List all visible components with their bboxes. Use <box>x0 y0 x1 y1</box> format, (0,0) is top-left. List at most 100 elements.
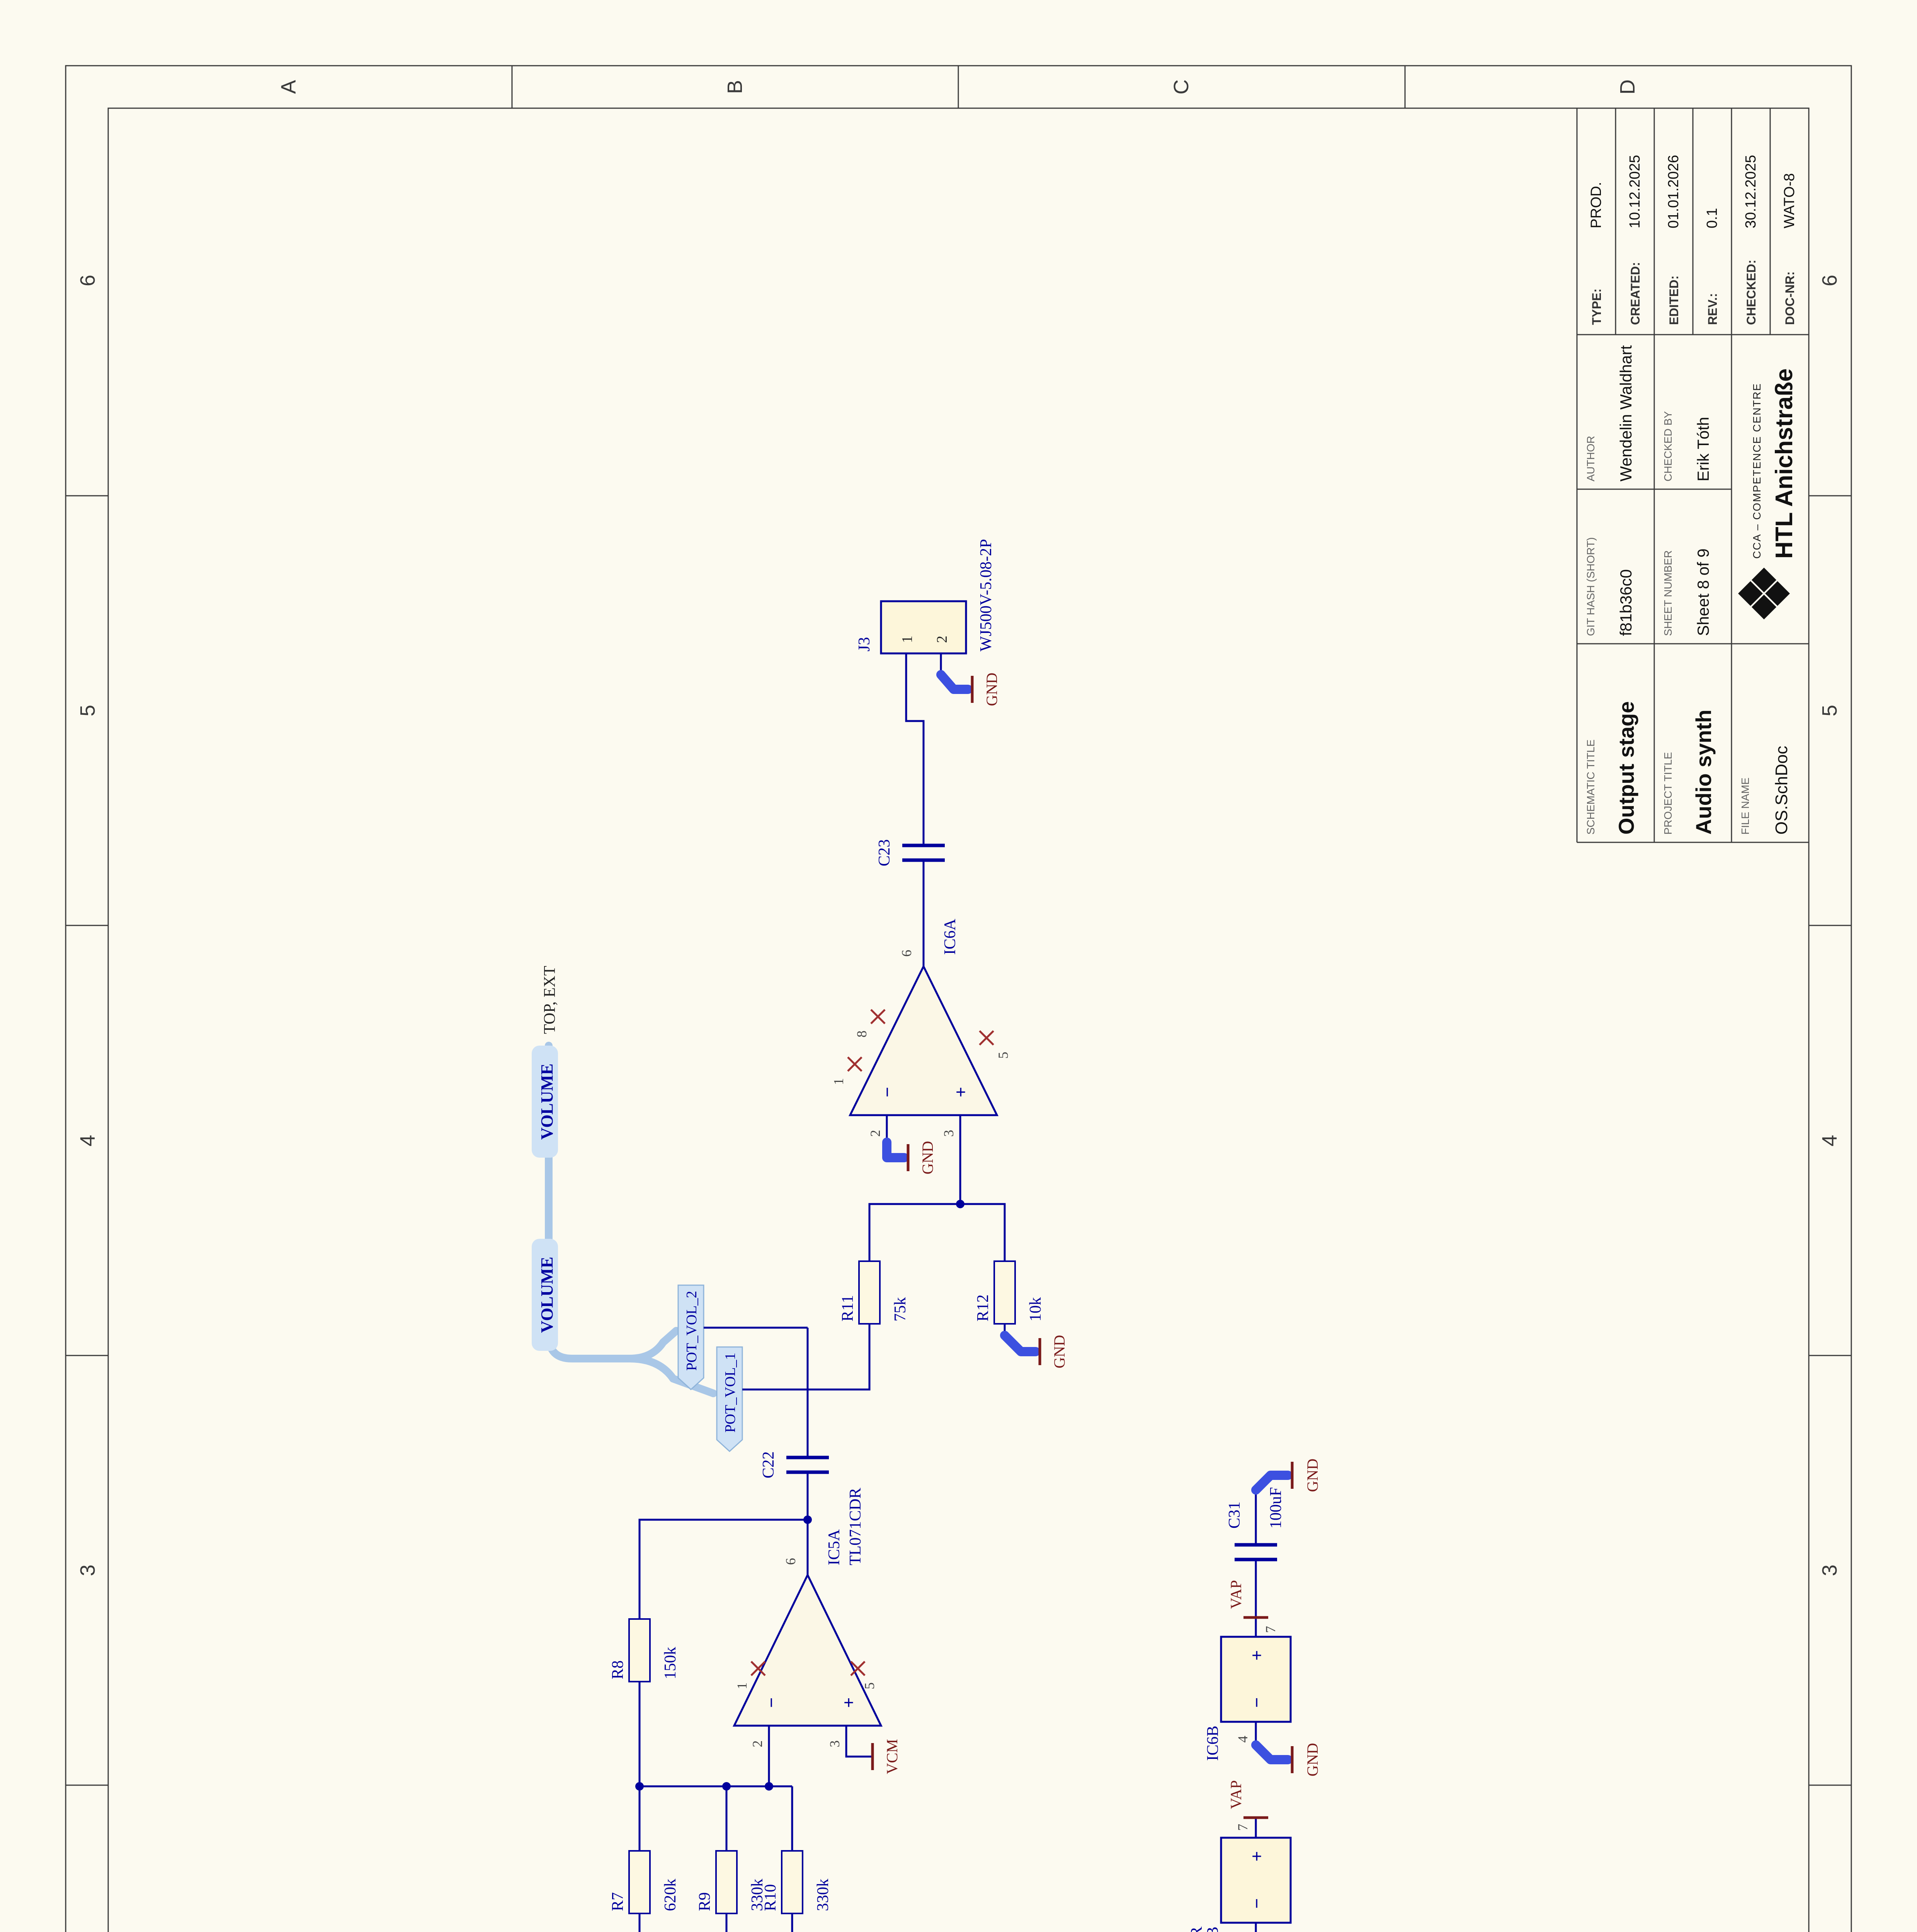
pin-number: 1 <box>831 1078 846 1085</box>
designator-ic6a: IC6A <box>941 918 959 955</box>
tb-meta-value: 30.12.2025 <box>1743 155 1759 228</box>
grid-col-label: 3 <box>1818 1565 1841 1576</box>
org-title: HTL Anichstraße <box>1771 368 1798 559</box>
pin-number: 4 <box>1235 1736 1250 1743</box>
resistor-r10[interactable] <box>781 1850 803 1914</box>
checked-by-name: Erik Tóth <box>1694 417 1712 481</box>
vcm-port-label[interactable]: VCM <box>883 1739 901 1774</box>
plus-sign: + <box>1247 1650 1267 1660</box>
gnd-port-label[interactable]: GND <box>983 673 1000 706</box>
tb-meta-label: DOC-NR: <box>1783 271 1797 325</box>
tb-caption: SCHEMATIC TITLE <box>1585 740 1597 835</box>
author-name: Wendelin Waldhart <box>1617 345 1635 481</box>
designator-r9: R9 <box>696 1892 714 1911</box>
no-erc-cross <box>850 1661 866 1676</box>
value-r8: 150k <box>662 1647 679 1679</box>
pin-number: 1 <box>734 1682 750 1689</box>
title-block: SCHEMATIC TITLE GIT HASH (SHORT) AUTHOR … <box>1576 108 1809 843</box>
part-j3: WJ500V-5.08-2P <box>977 539 995 651</box>
wires <box>638 653 1257 1932</box>
tb-meta-label: REV.: <box>1706 293 1720 325</box>
pin-number: 1 <box>899 636 915 643</box>
grid-col-label: 5 <box>1818 705 1841 716</box>
gnd-port-label[interactable]: GND <box>1304 1459 1321 1492</box>
designator-r7: R7 <box>609 1892 627 1911</box>
grid-row-label: D <box>1616 80 1639 95</box>
no-erc-cross <box>979 1030 994 1046</box>
tb-meta-value: 10.12.2025 <box>1627 155 1643 228</box>
grid-row-label: A <box>277 80 300 94</box>
value-r9: 330k <box>748 1879 766 1911</box>
designator-c23: C23 <box>876 839 893 866</box>
net-label-volume[interactable]: VOLUME <box>538 1063 556 1139</box>
no-erc-cross <box>750 1661 766 1676</box>
resistor-r9[interactable] <box>715 1850 738 1914</box>
part-ic5a: TL071CDR <box>847 1488 864 1565</box>
pin-number: 7 <box>1235 1824 1250 1831</box>
tb-caption: GIT HASH (SHORT) <box>1585 537 1597 636</box>
gnd-port-label[interactable]: GND <box>1051 1335 1068 1369</box>
capacitor-plates <box>786 844 1277 1561</box>
grid-col-label: 4 <box>76 1135 99 1146</box>
grid-col-label: 6 <box>76 275 99 286</box>
gnd-port-label[interactable]: GND <box>919 1141 936 1175</box>
designator-c22: C22 <box>760 1451 777 1478</box>
opamp-ic6a[interactable]: − + 2 3 6 1 8 5 IC6A <box>831 918 1011 1137</box>
harness-entry-pot-vol-2[interactable]: POT_VOL_2 <box>677 1284 704 1391</box>
grid-row-label: C <box>1170 80 1193 95</box>
power-part-ic6b[interactable]: − + 7 4 IC6B <box>1204 1626 1292 1761</box>
value-r12: 10k <box>1027 1297 1044 1321</box>
power-ports <box>871 676 1294 1819</box>
value-r11: 75k <box>891 1297 909 1321</box>
resistor-bodies <box>628 1260 1016 1914</box>
pin-number: 7 <box>1263 1626 1278 1633</box>
gnd-port-label[interactable]: GND <box>1304 1743 1321 1777</box>
capacitor-c22[interactable] <box>786 1456 829 1474</box>
designator-r12: R12 <box>974 1294 992 1321</box>
harness-entry-pot-vol-1[interactable]: POT_VOL_1 <box>716 1346 743 1452</box>
pin-number: 2 <box>867 1130 883 1137</box>
tb-meta-label: CHECKED: <box>1744 260 1758 325</box>
resistor-r12[interactable] <box>993 1260 1016 1325</box>
connector-j3[interactable]: 1 2 J3 WJ500V-5.08-2P <box>856 539 995 655</box>
grid-col-label: 3 <box>76 1565 99 1576</box>
grid-col-label: 4 <box>1818 1135 1841 1146</box>
resistor-r7[interactable] <box>628 1850 651 1914</box>
tb-caption: PROJECT TITLE <box>1662 752 1674 835</box>
gnd-net-highlight-segments <box>882 670 1293 1764</box>
vap-port-label[interactable]: VAP <box>1227 1580 1245 1609</box>
project-title: Audio synth <box>1691 709 1716 835</box>
capacitor-c31[interactable] <box>1235 1543 1277 1561</box>
opamp-ic5a[interactable]: − + 2 3 6 1 5 IC5A TL071CDR <box>733 1488 883 1747</box>
junction-dots <box>635 1200 964 1791</box>
resistor-r8[interactable] <box>628 1618 651 1682</box>
grid-col-label: 6 <box>1818 275 1841 286</box>
sheet-frame <box>65 65 1852 1932</box>
sheet-number: Sheet 8 of 9 <box>1694 548 1712 636</box>
pin-number: 3 <box>827 1740 842 1747</box>
tb-meta-value: 0.1 <box>1704 208 1720 228</box>
pin-number: 5 <box>995 1052 1011 1059</box>
volume-net-highlights <box>532 1046 558 1351</box>
tb-meta-label: CREATED: <box>1628 262 1642 325</box>
net-label-pot-vol-1: POT_VOL_1 <box>722 1353 738 1433</box>
pin-number: 2 <box>934 636 950 643</box>
net-label-volume[interactable]: VOLUME <box>538 1257 556 1333</box>
vap-port-label[interactable]: VAP <box>1227 1780 1245 1809</box>
tb-meta-value: WATO-8 <box>1781 173 1798 228</box>
tb-caption: CHECKED BY <box>1662 411 1674 481</box>
capacitor-c23[interactable] <box>902 844 945 862</box>
designator-r8: R8 <box>609 1660 627 1679</box>
designator-r10: R10 <box>762 1884 779 1911</box>
pin-number: 5 <box>862 1682 877 1689</box>
designator-ic5a: IC5A <box>825 1529 843 1565</box>
minus-sign: − <box>1247 1697 1267 1708</box>
resistor-r11[interactable] <box>858 1260 881 1325</box>
power-part-ic5b[interactable]: − + 7 4 IC5B TL071CDR <box>1188 1824 1292 1932</box>
htl-logo-icon <box>1738 568 1790 619</box>
pin-number: 8 <box>854 1031 869 1037</box>
pin-number: 6 <box>783 1558 798 1565</box>
tb-meta-label: EDITED: <box>1667 276 1681 325</box>
